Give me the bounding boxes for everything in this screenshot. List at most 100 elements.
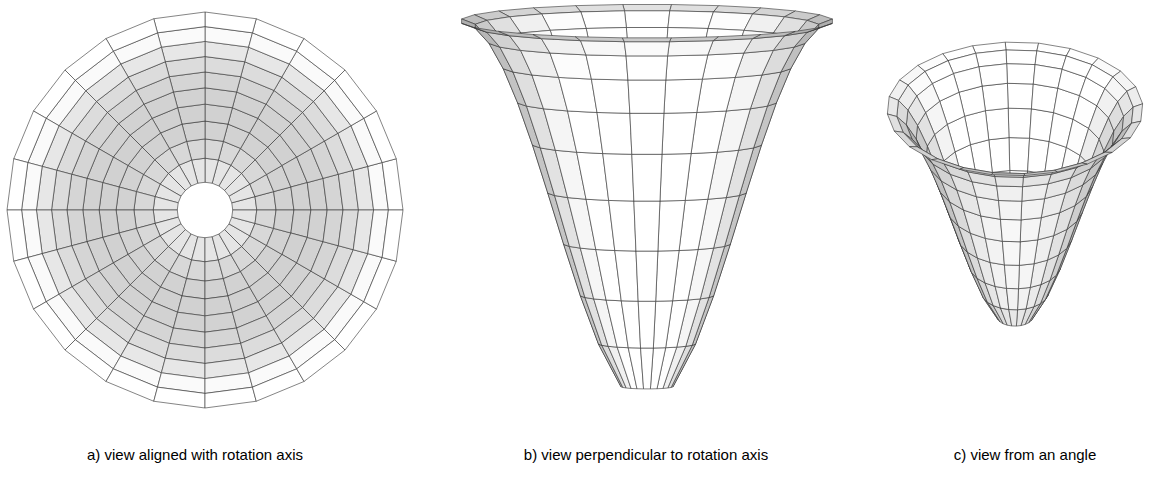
surface-facet [1132, 104, 1143, 123]
view-caption: b) view perpendicular to rotation axis [524, 446, 768, 463]
surface-view [7, 12, 403, 408]
surface-facet [252, 369, 304, 401]
surface-facet [1008, 108, 1031, 138]
surface-facet [894, 131, 917, 147]
surface-facet [335, 70, 377, 118]
surface-facet [889, 80, 908, 100]
surface-facet [205, 387, 256, 408]
surface-facet [909, 147, 937, 160]
surface-facet [641, 348, 654, 389]
surface-facet [1004, 265, 1019, 289]
surface-facet [636, 251, 658, 301]
surface-facet [664, 79, 702, 113]
surface-facet [660, 154, 691, 201]
surface-facet [106, 369, 158, 401]
surface-facet [1005, 42, 1038, 51]
surface-facet [662, 112, 697, 154]
surface-facet [34, 302, 76, 350]
surface-facet [985, 108, 1009, 140]
surface-facet [575, 37, 624, 42]
surface-facet [205, 121, 228, 141]
surface-facet [819, 19, 833, 28]
surface-facet [1006, 50, 1037, 65]
surface-facet [154, 387, 205, 408]
surface-facet [1016, 309, 1026, 326]
surface-facet [255, 210, 276, 228]
surface-facet [626, 56, 668, 80]
surface-facet [541, 39, 586, 55]
surface-facet [14, 111, 46, 163]
surface-facet [252, 19, 304, 51]
surface-facet [7, 210, 28, 261]
surface-facet [1019, 264, 1035, 289]
surface-view [887, 42, 1142, 326]
surface-facet [65, 340, 113, 382]
surface-facet [630, 113, 664, 154]
surface-facet [981, 216, 1003, 241]
surface-facet [697, 77, 735, 112]
surface-facet [713, 35, 761, 41]
surface-facet [34, 70, 76, 118]
surface-facet [658, 200, 685, 251]
surface-facet [638, 301, 656, 348]
surface-facet [335, 302, 377, 350]
surface-facet [591, 79, 629, 113]
surface-facet [1007, 64, 1035, 84]
surface-facet [1054, 163, 1087, 172]
surface-facet [1009, 310, 1018, 327]
surface-facet [991, 173, 1024, 176]
surface-facet [625, 11, 670, 28]
surface-facet [1007, 288, 1019, 309]
surface-facet [550, 53, 591, 79]
surface-facet [1033, 65, 1062, 89]
surface-facet [932, 159, 964, 169]
surface-facet [1082, 152, 1112, 164]
surface-facet [154, 12, 205, 33]
surface-facet [364, 257, 396, 309]
surface-facet [609, 200, 636, 251]
surface-facet [65, 39, 113, 81]
surface-facet [708, 39, 753, 55]
surface-facet [382, 159, 403, 210]
surface-facet [192, 237, 205, 262]
surface-facet [702, 53, 743, 79]
surface-facet [668, 41, 714, 56]
surface-facet [995, 177, 1023, 187]
surface-facet [106, 19, 158, 51]
surface-facet [632, 154, 662, 201]
surface-facet [364, 111, 396, 163]
surface-facet [559, 77, 597, 112]
surface-facet [668, 11, 714, 29]
view-caption: c) view from an angle [954, 446, 1097, 463]
surface-facet [297, 39, 345, 81]
surface-facet [1009, 138, 1030, 171]
surface-facet [153, 197, 178, 210]
surface-facet [581, 11, 627, 29]
surface-facet [14, 257, 46, 309]
surface-facet [597, 112, 632, 154]
surface-facet [382, 210, 403, 261]
surface-facet [297, 340, 345, 382]
surface-facet [979, 64, 1008, 86]
surface-facet [624, 42, 669, 56]
surface-facet [1021, 199, 1045, 220]
surface-facet [462, 19, 476, 28]
surface-facet [603, 154, 634, 201]
surface-facet [999, 201, 1022, 220]
surface-facet [623, 5, 672, 11]
surface-facet [205, 158, 218, 183]
surface-facet [205, 139, 223, 160]
surface-facet [274, 210, 294, 233]
surface-facet [232, 210, 257, 223]
surface-facet [985, 238, 1004, 265]
surface-facet [533, 34, 581, 40]
surface-facet [960, 168, 993, 175]
surface-facet [1018, 287, 1031, 309]
surface-facet [1122, 121, 1141, 138]
surface-facet [887, 114, 903, 132]
surface-facet [887, 97, 898, 117]
surface-facet [1024, 170, 1057, 175]
surface-facet [653, 301, 672, 348]
